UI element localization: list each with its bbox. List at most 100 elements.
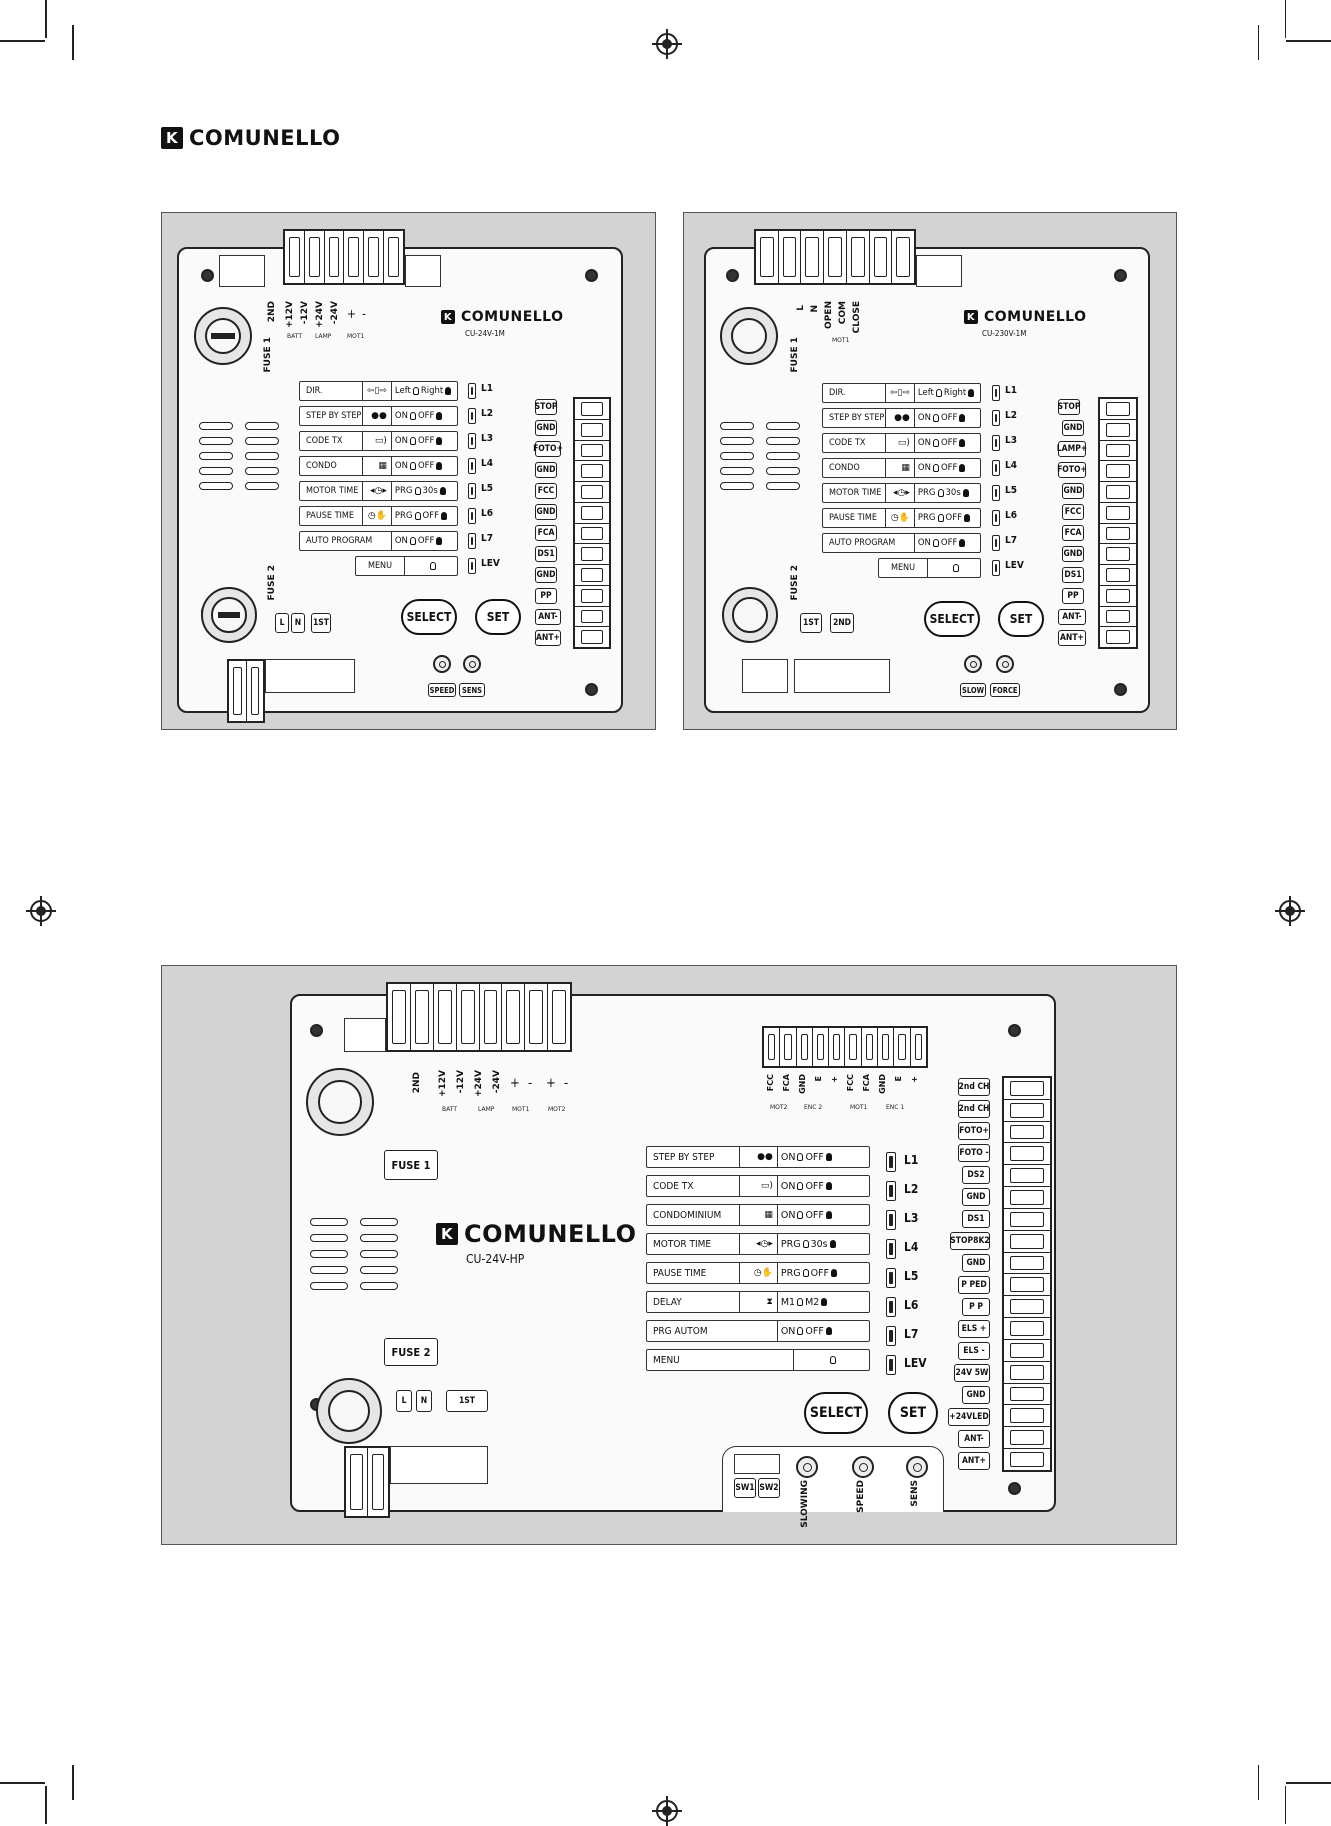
power-label-l: L xyxy=(275,613,289,633)
bulb-off-icon xyxy=(797,1153,804,1161)
terminal-label: 2nd CH xyxy=(958,1100,990,1118)
power-terminal-block[interactable] xyxy=(344,1446,390,1518)
bulb-on-icon xyxy=(825,1327,832,1335)
clock-hand-icon: ◷✋ xyxy=(886,509,915,527)
bulb-on-icon xyxy=(962,489,969,497)
set-button[interactable]: SET xyxy=(998,601,1044,637)
sublabel-lamp: LAMP xyxy=(315,333,332,340)
mount-hole xyxy=(1008,1482,1021,1495)
bulb-off-icon xyxy=(935,389,942,397)
sublabel-enc1: ENC 1 xyxy=(886,1104,905,1111)
set-button[interactable]: SET xyxy=(475,599,521,635)
vent-slot xyxy=(310,1266,348,1274)
fuse2-holder[interactable] xyxy=(722,587,778,643)
vent-slot xyxy=(310,1282,348,1290)
crop-mark xyxy=(1286,1782,1331,1784)
top-terminal-block[interactable] xyxy=(386,982,572,1052)
dip-switch[interactable] xyxy=(734,1454,780,1474)
panel-board-cu24vhp: 2ND +12V -12V +24V -24V + - + - BATT LAM… xyxy=(161,965,1177,1545)
stop-go-icon: ●● xyxy=(363,407,392,425)
terminal-label: GND xyxy=(1062,546,1084,562)
fuse2-holder[interactable] xyxy=(316,1378,382,1444)
crop-mark xyxy=(1257,1765,1259,1800)
led-l4 xyxy=(886,1239,896,1259)
power-label-1st: 1ST xyxy=(800,613,822,633)
power-terminal-block[interactable] xyxy=(227,659,265,723)
mount-hole xyxy=(201,269,214,282)
terminal-label: ANT+ xyxy=(958,1452,990,1470)
switch-label-sw1: SW1 xyxy=(734,1478,756,1498)
sublabel-mot1: MOT1 xyxy=(850,1104,868,1111)
sublabel-mot1: MOT1 xyxy=(347,333,365,340)
vent-slot xyxy=(720,482,754,490)
encoder-terminal-block[interactable] xyxy=(762,1026,928,1068)
select-button[interactable]: SELECT xyxy=(924,601,980,637)
led-l3 xyxy=(886,1210,896,1230)
menu-button-row: MENU xyxy=(355,556,458,576)
crop-mark xyxy=(0,1782,45,1784)
bulb-on-icon xyxy=(959,539,966,547)
set-button[interactable]: SET xyxy=(888,1392,938,1434)
speed-trimmer[interactable] xyxy=(433,655,451,673)
slow-trimmer[interactable] xyxy=(964,655,982,673)
bulb-off-icon xyxy=(802,1269,809,1277)
force-trimmer[interactable] xyxy=(996,655,1014,673)
terminal-label: FCA xyxy=(535,525,557,541)
led-l4 xyxy=(468,458,476,474)
mount-hole xyxy=(1114,683,1127,696)
bulb-off-icon xyxy=(794,1350,869,1370)
power-label-1st: 1ST xyxy=(311,613,331,633)
top-terminal-block[interactable] xyxy=(754,229,916,285)
terminal-label: DS2 xyxy=(962,1166,990,1184)
logo-mark-icon: K xyxy=(161,127,183,149)
led-lev xyxy=(992,560,1000,576)
select-button[interactable]: SELECT xyxy=(401,599,457,635)
crop-mark xyxy=(45,0,47,38)
vent-slot xyxy=(360,1234,398,1242)
bulb-on-icon xyxy=(436,462,443,470)
right-terminal-block[interactable] xyxy=(1002,1076,1052,1472)
terminal-label: FCC xyxy=(535,483,557,499)
terminal-label: 24V 5W xyxy=(954,1364,990,1382)
select-button[interactable]: SELECT xyxy=(804,1392,868,1434)
vent-slot xyxy=(245,422,279,430)
vent-slot xyxy=(245,437,279,445)
crop-mark xyxy=(72,25,74,60)
right-terminal-block[interactable] xyxy=(573,397,611,649)
sublabel-mot2: MOT2 xyxy=(770,1104,788,1111)
fuse1-holder[interactable] xyxy=(306,1068,374,1136)
bulb-off-icon xyxy=(409,537,416,545)
logo-mark-icon: K xyxy=(441,310,455,324)
terminal-label: DS1 xyxy=(535,546,557,562)
bulb-off-icon xyxy=(932,414,939,422)
bulb-off-icon xyxy=(797,1182,804,1190)
registration-mark xyxy=(1275,896,1305,926)
led-l4 xyxy=(992,460,1000,476)
bulb-on-icon xyxy=(439,487,446,495)
board-model: CU-24V-HP xyxy=(466,1252,525,1266)
bulb-on-icon xyxy=(445,387,452,395)
mount-hole xyxy=(310,1024,323,1037)
direction-arrows-icon: ⇦▯⇨ xyxy=(886,384,915,402)
sens-trimmer[interactable] xyxy=(463,655,481,673)
bulb-on-icon xyxy=(968,389,975,397)
sens-trimmer[interactable] xyxy=(906,1456,928,1478)
panel-board-cu230v1m: FUSE 1 L N OPEN COM CLOSE MOT1 K COMUNEL… xyxy=(683,212,1177,730)
led-l7 xyxy=(886,1326,896,1346)
fuse2-holder[interactable] xyxy=(201,587,257,643)
terminal-label: GND xyxy=(535,504,557,520)
vent-slot xyxy=(245,482,279,490)
terminal-label: 2nd CH xyxy=(958,1078,990,1096)
slowing-trimmer[interactable] xyxy=(796,1456,818,1478)
fuse1-holder[interactable] xyxy=(194,307,252,365)
right-terminal-block[interactable] xyxy=(1098,397,1138,649)
top-terminal-block[interactable] xyxy=(283,229,405,285)
fuse1-holder[interactable] xyxy=(720,307,778,365)
clock-arrows-icon: ◂◷▸ xyxy=(740,1234,778,1254)
speed-trimmer[interactable] xyxy=(852,1456,874,1478)
bulb-off-icon xyxy=(932,464,939,472)
